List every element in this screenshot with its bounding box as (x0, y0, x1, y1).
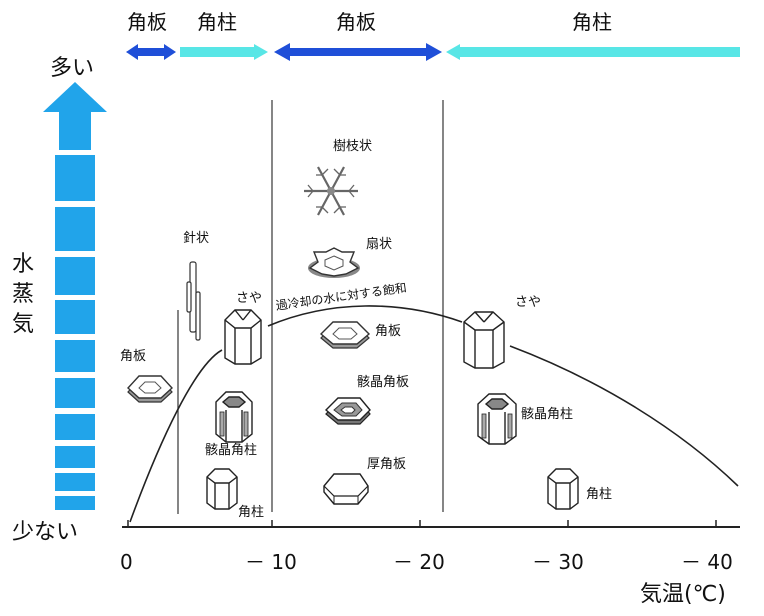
header-band-arrows (126, 43, 740, 61)
saturation-curve (129, 305, 739, 523)
vapor-axis-label: 水蒸気 (12, 252, 35, 337)
sector-label: 扇状 (366, 237, 393, 252)
thick-plate-label: 厚角板 (367, 457, 407, 472)
sheath-right-label: さや (515, 295, 542, 310)
vapor-low-label: 少ない (12, 520, 79, 545)
needle-label: 針状 (183, 231, 210, 246)
sector-crystal-icon (308, 247, 360, 278)
skeletal-column-left-icon (215, 391, 253, 443)
dendrite-label: 樹枝状 (333, 139, 373, 154)
x-axis-label: 気温(℃) (640, 582, 726, 607)
column-left-icon (206, 468, 238, 510)
column-right-label: 角柱 (586, 487, 613, 502)
sheath-left-label: さや (236, 291, 263, 306)
needle-crystal-icon (186, 261, 201, 341)
band-label-plate-2: 角板 (336, 10, 376, 34)
skeletal-column-right-label: 骸晶角柱 (521, 407, 574, 422)
column-right-icon (547, 468, 579, 510)
x-tick-40: － 40 (681, 550, 733, 574)
dendrite-crystal-icon (304, 166, 358, 216)
skeletal-column-right-icon (477, 393, 517, 445)
x-axis-line (122, 520, 740, 528)
column-left-label: 角柱 (238, 505, 265, 520)
vapor-bar (43, 82, 107, 510)
band-label-plate-1: 角板 (127, 10, 167, 34)
vapor-high-label: 多い (50, 56, 95, 81)
sheath-crystal-left-icon (224, 309, 262, 365)
plate-left-label: 角板 (120, 349, 147, 364)
center-plate-label: 角板 (375, 324, 402, 339)
x-tick-10: － 10 (245, 550, 297, 574)
temperature-dividers (177, 100, 444, 514)
center-plate-crystal-icon (319, 321, 371, 349)
skeletal-plate-crystal-icon (324, 397, 371, 425)
x-tick-30: － 30 (532, 550, 584, 574)
band-label-column-2: 角柱 (572, 10, 612, 34)
skeletal-column-left-label: 骸晶角柱 (205, 443, 258, 458)
x-tick-20: － 20 (393, 550, 445, 574)
left-plate-crystal-icon (127, 375, 173, 403)
skeletal-plate-label: 骸晶角板 (357, 375, 410, 390)
thick-plate-crystal-icon (323, 473, 369, 505)
band-label-column-1: 角柱 (197, 10, 237, 34)
x-tick-0: 0 (120, 550, 133, 574)
sheath-crystal-right-icon (463, 311, 505, 369)
